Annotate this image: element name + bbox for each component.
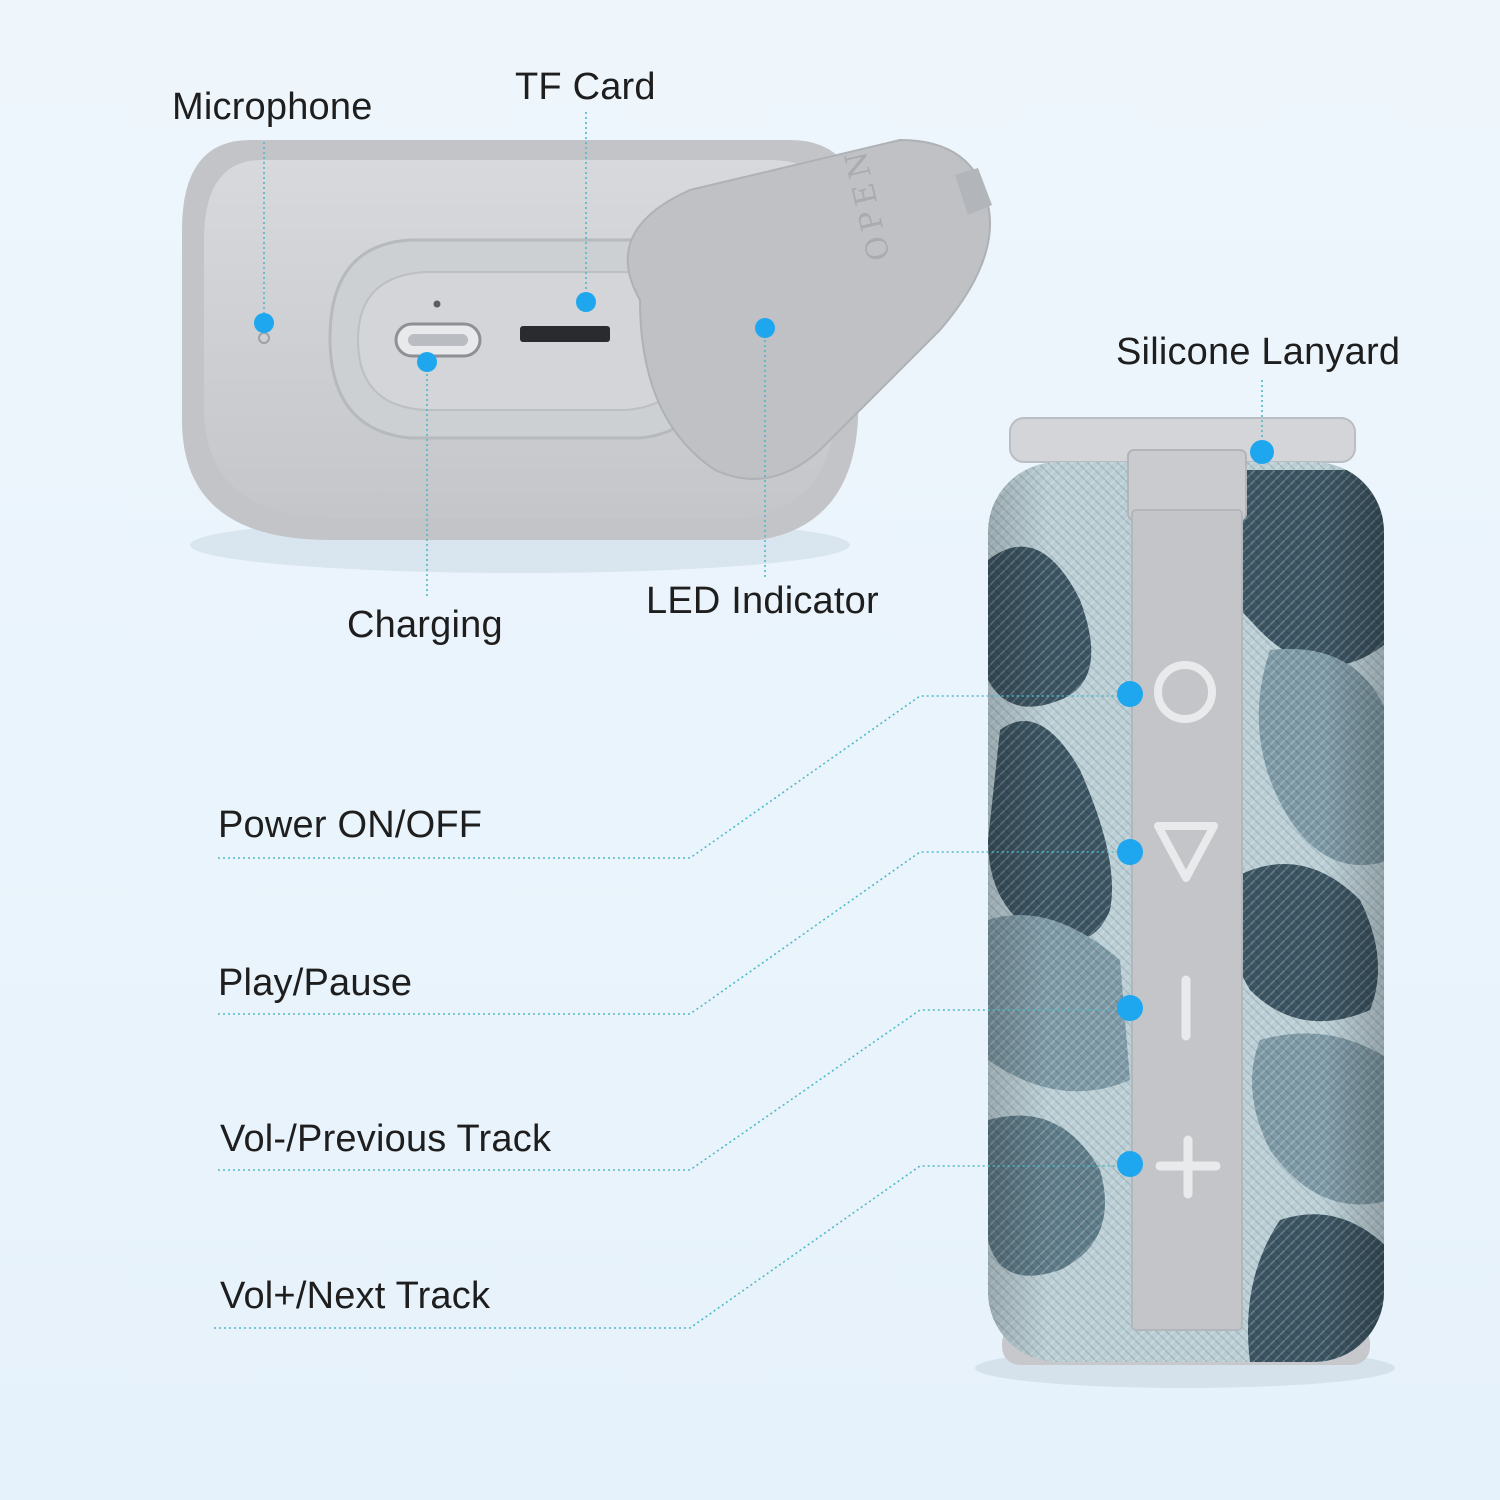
label-tf-card: TF Card: [515, 66, 656, 108]
play-pause-triangle-down-icon: [1154, 822, 1218, 882]
port-cover-flap: [626, 138, 991, 480]
dot-power: [1117, 681, 1143, 707]
callout-line-vol-plus: [214, 1165, 1130, 1329]
label-charging: Charging: [347, 604, 503, 646]
speaker-front-view: [975, 417, 1395, 1388]
dot-led: [755, 318, 775, 338]
dot-charging: [417, 352, 437, 372]
label-silicone-lanyard: Silicone Lanyard: [1116, 331, 1401, 373]
callout-line-power: [218, 695, 1130, 859]
callout-line-vol-minus: [218, 1009, 1130, 1171]
usb-c-port-inner: [408, 334, 468, 346]
tf-card-slot: [520, 326, 610, 342]
dot-microphone: [254, 313, 274, 333]
speaker-base-view: OPEN: [182, 138, 992, 573]
label-led-indicator: LED Indicator: [646, 580, 879, 622]
label-play-pause: Play/Pause: [218, 962, 413, 1004]
led-hole: [433, 300, 441, 308]
port-cover-tab: [955, 168, 992, 215]
dot-vol-plus: [1117, 1151, 1143, 1177]
control-strip: [1131, 509, 1243, 1331]
dot-tf-card: [576, 292, 596, 312]
dot-play: [1117, 839, 1143, 865]
label-vol-plus: Vol+/Next Track: [220, 1275, 491, 1317]
dot-lanyard: [1250, 440, 1274, 464]
callout-lines: [214, 112, 1263, 1329]
label-power: Power ON/OFF: [218, 804, 483, 846]
label-vol-minus: Vol-/Previous Track: [220, 1118, 552, 1160]
callout-line-play: [218, 851, 1130, 1015]
callout-dots: [254, 292, 1274, 1177]
label-microphone: Microphone: [172, 86, 373, 128]
dot-vol-minus: [1117, 995, 1143, 1021]
power-button-circle-icon: [1154, 661, 1216, 723]
